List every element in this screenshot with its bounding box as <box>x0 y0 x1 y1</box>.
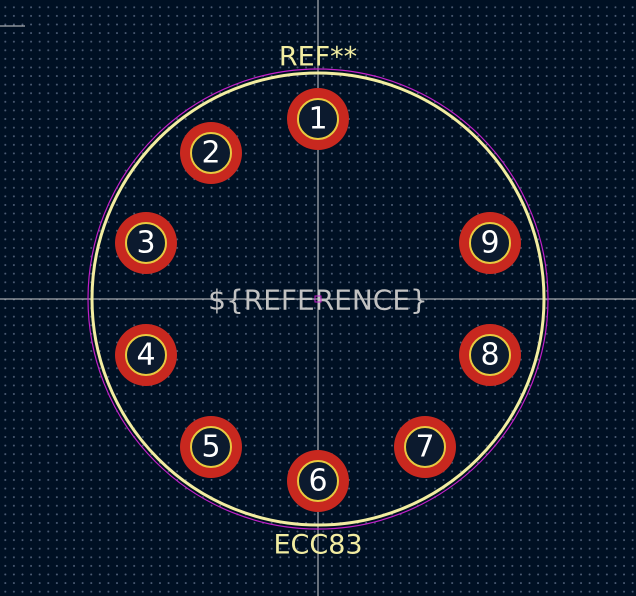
value-label[interactable]: ECC83 <box>273 530 362 561</box>
pad-number: 7 <box>415 430 434 465</box>
courtyard-circle <box>87 68 549 530</box>
pad[interactable]: 1 <box>287 88 349 150</box>
pad[interactable]: 2 <box>180 122 242 184</box>
pad-number: 6 <box>308 464 327 499</box>
pad-number: 5 <box>201 430 220 465</box>
pad[interactable]: 3 <box>115 212 177 274</box>
anchor-marker <box>314 295 322 303</box>
pad-number: 3 <box>136 226 155 261</box>
pad-number: 1 <box>308 102 327 137</box>
pad[interactable]: 9 <box>459 212 521 274</box>
pad[interactable]: 7 <box>394 416 456 478</box>
pad[interactable]: 5 <box>180 416 242 478</box>
pad[interactable]: 8 <box>459 324 521 386</box>
pad-number: 8 <box>480 338 499 373</box>
silkscreen-outline <box>90 71 546 527</box>
reference-label[interactable]: REF** <box>279 42 357 73</box>
pad-number: 2 <box>201 136 220 171</box>
pad-number: 9 <box>480 226 499 261</box>
pad[interactable]: 4 <box>115 324 177 386</box>
fab-reference-text: ${REFERENCE} <box>208 284 428 317</box>
pad[interactable]: 6 <box>287 450 349 512</box>
pad-number: 4 <box>136 338 155 373</box>
